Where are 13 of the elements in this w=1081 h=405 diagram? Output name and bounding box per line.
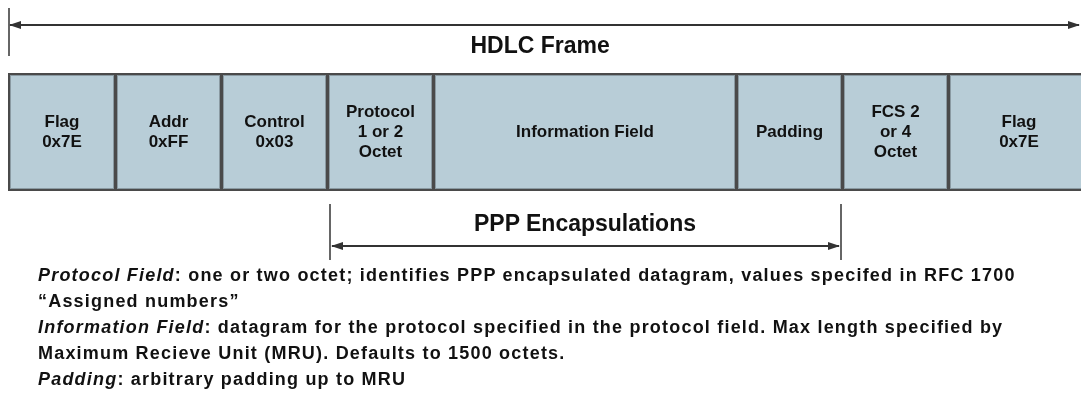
frame-field-cell: FCS 2 or 4 Octet xyxy=(842,73,949,191)
field-note: Information Field: datagram for the protocol specified in the protocol field. Max length specified by Maximum Recieve Unit (MRU). Defaults to 1500 octets. xyxy=(38,316,1005,365)
frame-field-cell: Control 0x03 xyxy=(221,73,328,191)
frame-field-cell: Protocol 1 or 2 Octet xyxy=(327,73,434,191)
field-note: Protocol Field: one or two octet; identifies PPP encapsulated datagram, values specifed in RFC 1700 “Assigned numbers” xyxy=(38,264,1017,313)
encapsulation-title: PPP Encapsulations xyxy=(474,210,696,237)
frame-field-cell: Flag 0x7E xyxy=(8,73,116,191)
frame-field-cell: Information Field xyxy=(433,73,737,191)
frame-field-cell: Addr 0xFF xyxy=(115,73,222,191)
frame-title: HDLC Frame xyxy=(470,32,610,59)
field-note: Padding: arbitrary padding up to MRU xyxy=(38,368,408,391)
frame-field-cell: Padding xyxy=(736,73,843,191)
frame-field-cell: Flag 0x7E xyxy=(948,73,1081,191)
